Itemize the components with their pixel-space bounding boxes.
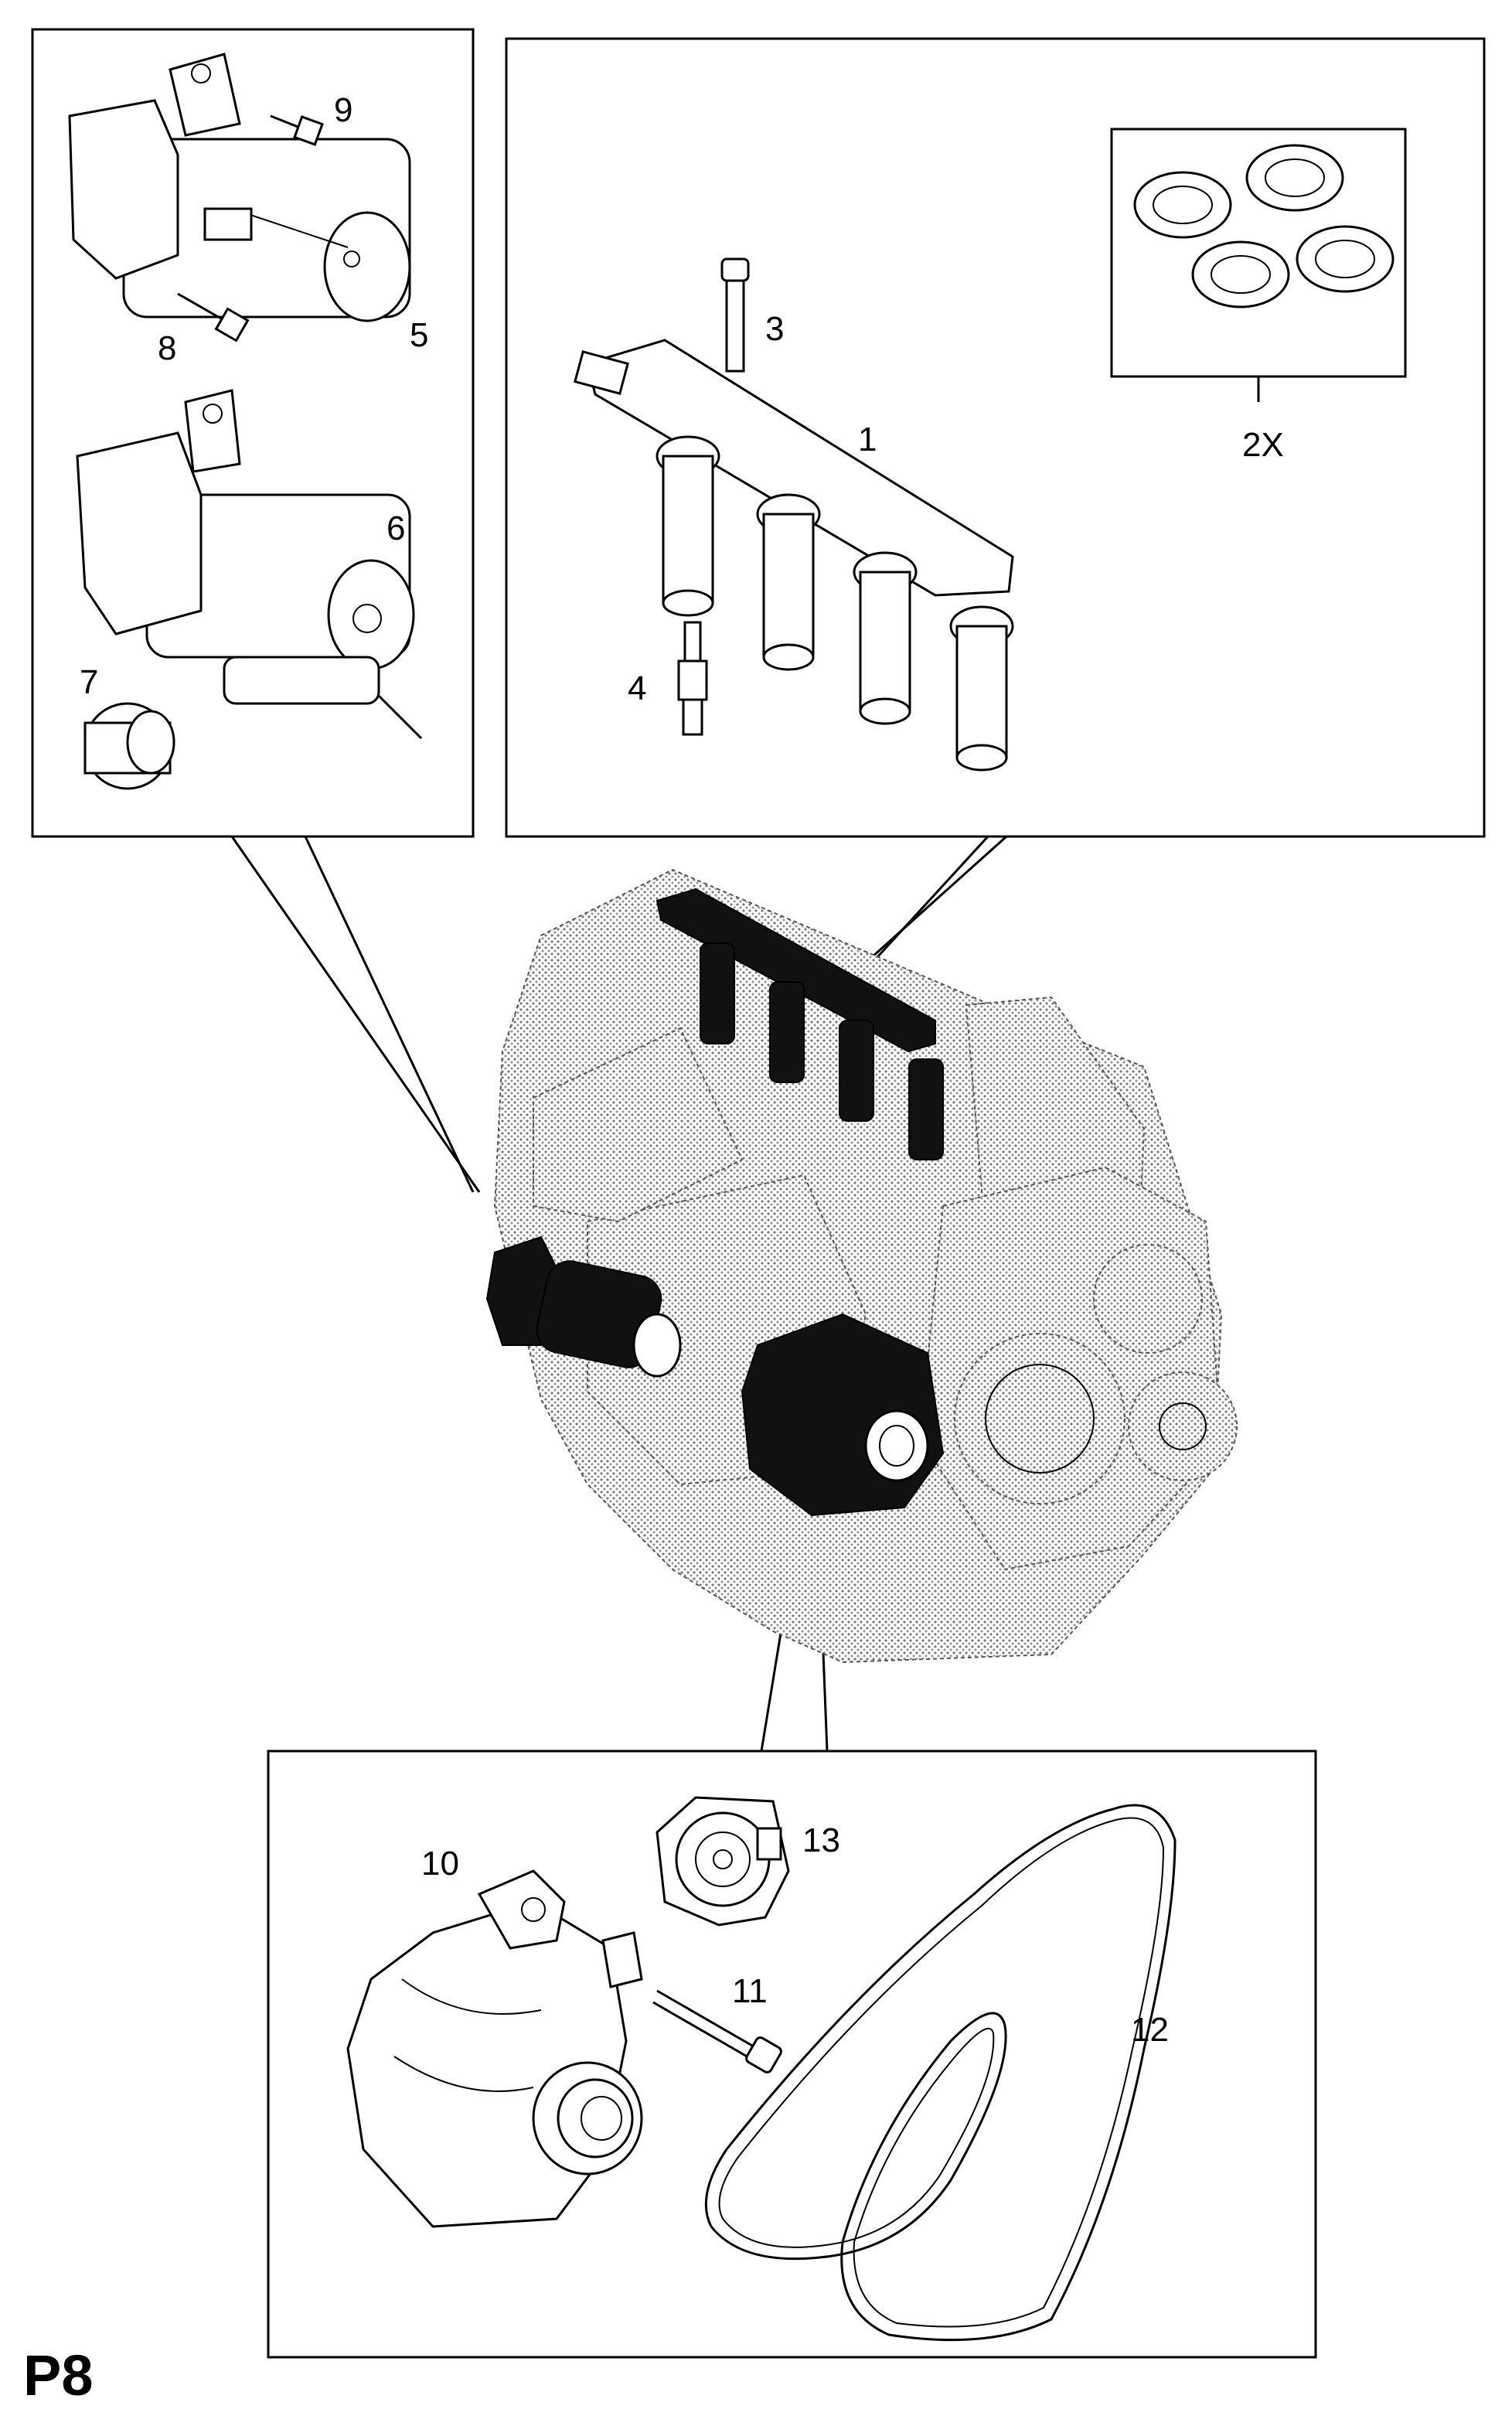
callout-7: 7 (80, 663, 98, 701)
ignition-leader-a (876, 835, 989, 959)
stud-part-8 (177, 292, 250, 342)
page-label: P8 (23, 2343, 94, 2407)
starter-leader (304, 836, 475, 1193)
callout-8: 8 (158, 329, 176, 367)
engine-assembly (485, 868, 1238, 1664)
ignition-box: 3 1 4 2X (505, 37, 1486, 838)
callout-5: 5 (410, 316, 428, 354)
drive-pinion-part-7 (83, 702, 175, 790)
ignition-leader-b (870, 835, 1008, 959)
alternator-part-10 (346, 1869, 643, 2228)
callout-10: 10 (421, 1845, 459, 1883)
spark-plug-part-4 (677, 621, 708, 736)
callout-6: 6 (387, 509, 405, 547)
callout-12: 12 (1131, 2011, 1169, 2049)
engine-alternator-highlight (741, 1313, 945, 1517)
callout-4: 4 (628, 670, 646, 707)
callout-3: 3 (765, 310, 784, 348)
bolt-part-9 (270, 114, 324, 146)
ignition-coil-part-1 (574, 339, 1014, 772)
engine-ignition-coil-highlight (656, 888, 944, 1160)
engine-starter-highlight (485, 1235, 682, 1378)
bolt-part-11 (652, 1989, 782, 2073)
starter-box: 9 8 5 6 7 (31, 28, 475, 838)
starter-motor-part-6 (76, 389, 423, 740)
alternator-box: 10 13 11 12 (267, 1750, 1317, 2359)
starter-motor-part-5 (68, 53, 411, 322)
tensioner-part-13 (656, 1796, 790, 1927)
grommet-set-part-2x (1133, 144, 1395, 308)
callout-2x: 2X (1242, 426, 1284, 464)
callout-9: 9 (334, 91, 352, 129)
callout-1: 1 (858, 421, 877, 458)
callout-11: 11 (732, 1972, 768, 2010)
bolt-part-3 (720, 257, 750, 373)
callout-13: 13 (802, 1821, 840, 1859)
drive-belt-part-12 (704, 1804, 1177, 2342)
